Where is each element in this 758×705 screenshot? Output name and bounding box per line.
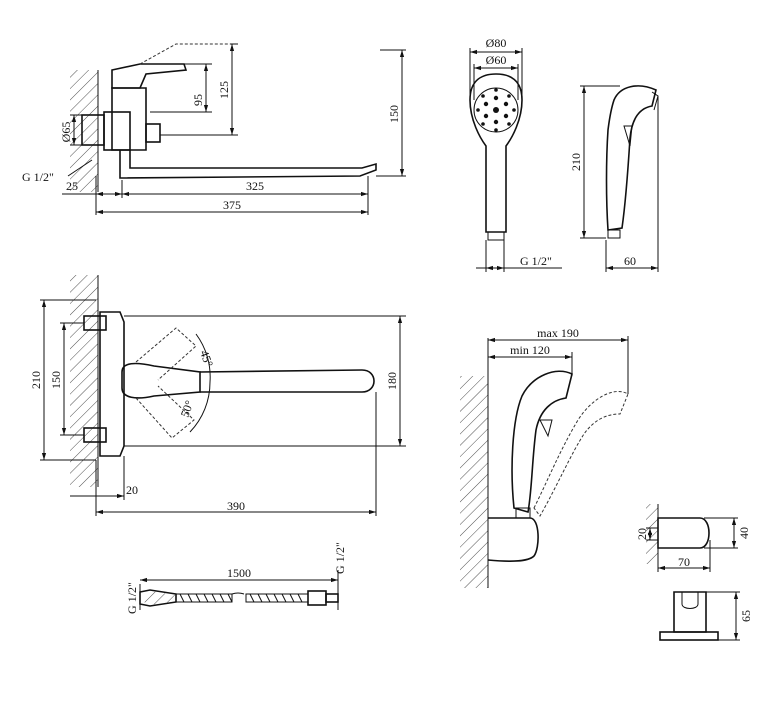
label-1500: 1500 (227, 566, 251, 580)
holder-side (657, 517, 710, 549)
holder-detail-view: 20 40 70 65 (635, 504, 753, 641)
label-20-holder: 20 (635, 528, 649, 540)
wall-hatch-3 (460, 376, 488, 588)
top-view: 210 150 180 20 390 45° 50° (29, 275, 406, 516)
label-min-120: min 120 (510, 343, 550, 357)
wall-holder (487, 517, 539, 562)
wall-hatch-2 (70, 275, 98, 487)
label-g12-hose-left: G 1/2" (125, 582, 139, 614)
lever-handle (111, 63, 188, 89)
label-d60: Ø60 (486, 53, 507, 67)
label-210-head: 210 (569, 153, 583, 171)
label-d65: Ø65 (59, 122, 73, 143)
label-g12-hose-right: G 1/2" (333, 542, 347, 574)
spout (119, 150, 377, 179)
label-70-holder: 70 (678, 555, 690, 569)
label-50deg: 50° (178, 398, 197, 419)
label-210-top: 210 (29, 371, 43, 389)
label-150-side: 150 (387, 105, 401, 123)
spout-top (199, 369, 375, 393)
label-325: 325 (246, 179, 264, 193)
hose-view: 1500 G 1/2" G 1/2" (125, 542, 347, 614)
shower-head-side-view: 210 60 (569, 85, 659, 272)
label-45deg: 45° (197, 348, 216, 369)
label-95: 95 (191, 94, 205, 106)
label-20-top: 20 (126, 483, 138, 497)
shower-head-min (511, 370, 573, 514)
wall-mount-view: max 190 min 120 (460, 326, 629, 588)
shower-head-front-view: Ø80 Ø60 G 1/2" (469, 36, 562, 272)
label-60-head: 60 (624, 254, 636, 268)
label-65-holder: 65 (739, 610, 753, 622)
label-g12-head: G 1/2" (520, 254, 552, 268)
mixer-body (111, 87, 147, 151)
side-view: Ø65 G 1/2" 25 325 375 95 125 150 (22, 43, 406, 215)
mixer-body-top (99, 311, 125, 457)
label-g12-side: G 1/2" (22, 170, 54, 184)
label-max-190: max 190 (537, 326, 579, 340)
label-125: 125 (217, 81, 231, 99)
label-150-top: 150 (49, 371, 63, 389)
holder-front (673, 591, 707, 633)
label-40-holder: 40 (737, 527, 751, 539)
lever-top (121, 362, 201, 399)
label-390: 390 (227, 499, 245, 513)
label-25: 25 (66, 179, 78, 193)
holder-base (659, 631, 719, 641)
label-180: 180 (385, 372, 399, 390)
label-d80: Ø80 (486, 36, 507, 50)
label-375: 375 (223, 198, 241, 212)
nozzle-pattern (476, 88, 516, 132)
shower-head-max (533, 391, 629, 517)
